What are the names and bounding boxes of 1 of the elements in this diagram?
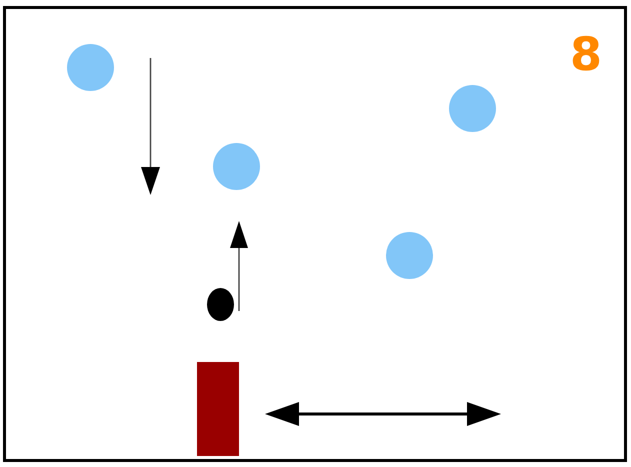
score-number: 8 xyxy=(570,34,602,74)
